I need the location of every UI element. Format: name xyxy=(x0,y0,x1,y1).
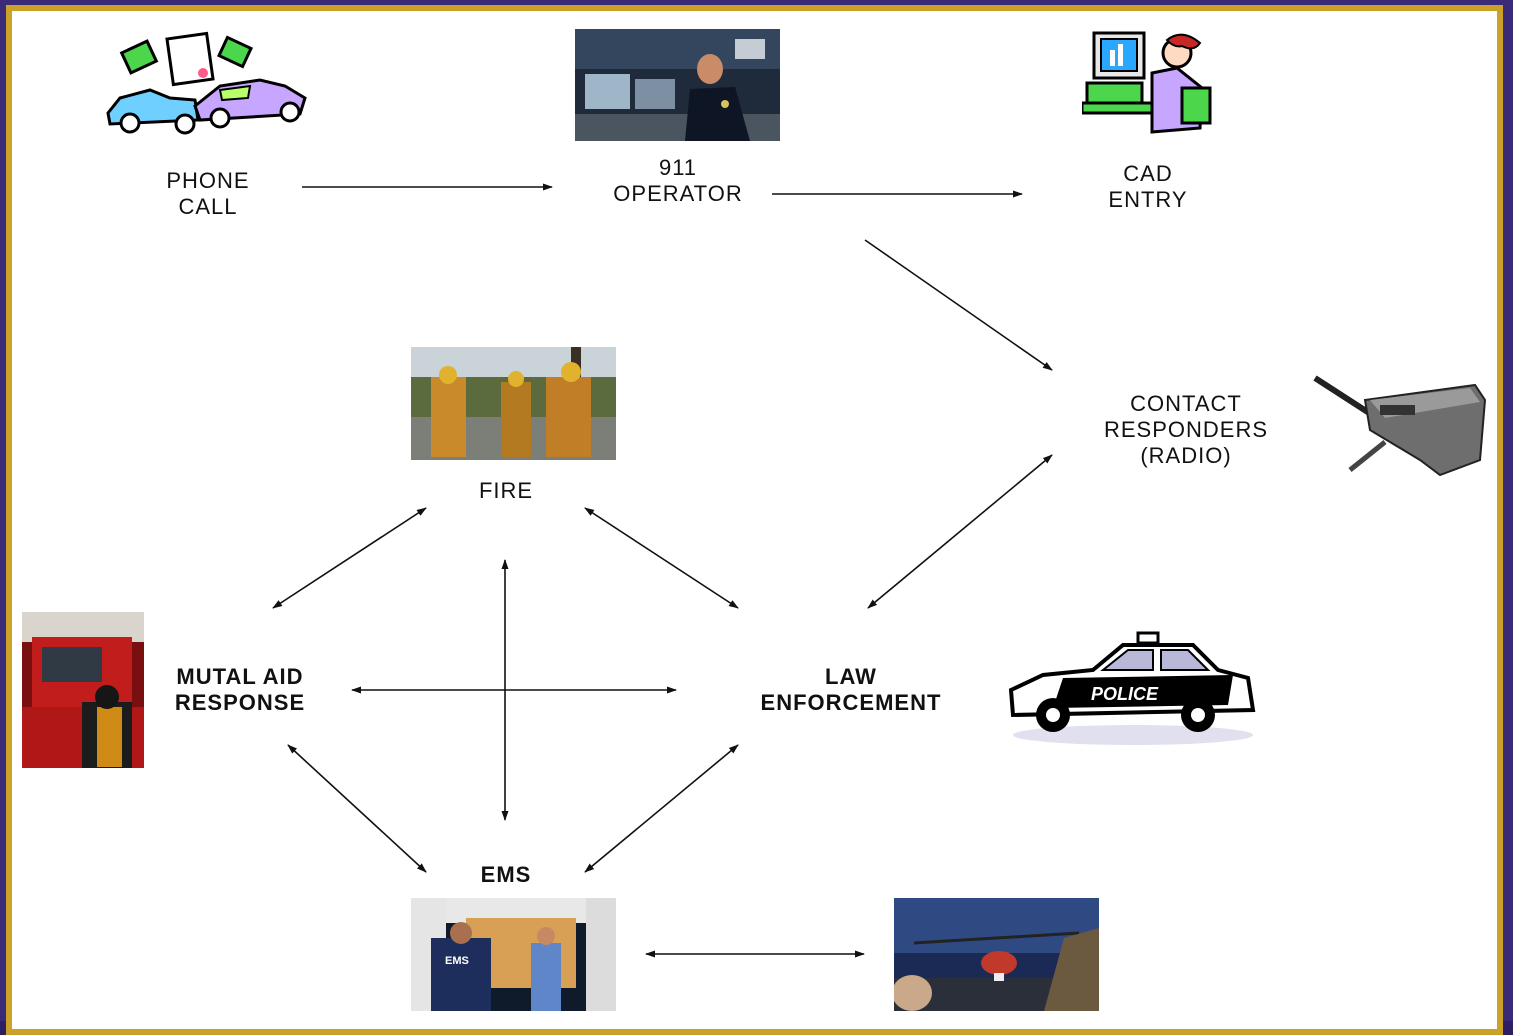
operator-photo xyxy=(575,29,780,141)
cad-entry-label: CAD ENTRY xyxy=(1108,161,1188,212)
slide-frame xyxy=(6,5,1503,1035)
mutual-aid-label: MUTAL AID RESPONSE xyxy=(174,664,306,715)
operator-label: 911 OPERATOR xyxy=(613,155,743,206)
arrow-fire-mutual xyxy=(272,507,427,609)
cad-entry-clipart xyxy=(1082,31,1212,134)
phone-call-label: PHONE CALL xyxy=(166,168,250,219)
firefighters-photo xyxy=(411,347,616,460)
arrow-law-ems xyxy=(584,744,739,873)
arrow-contact-law xyxy=(867,454,1053,609)
ems-label: EMS xyxy=(480,862,532,887)
arrow-cad-to-contact xyxy=(864,239,1053,371)
fire-label: FIRE xyxy=(478,478,534,503)
law-enforcement-label: LAW ENFORCEMENT xyxy=(760,664,942,715)
police-car-text: POLICE xyxy=(1091,684,1159,704)
arrow-mutual-ems xyxy=(287,744,427,873)
ems-jacket-text: EMS xyxy=(445,955,469,967)
radio-clipart xyxy=(1313,375,1487,477)
police-car-clipart: POLICE xyxy=(1008,631,1256,745)
arrow-fire-law xyxy=(584,507,739,609)
ems-ambulance-photo: EMS xyxy=(411,898,616,1011)
fire-truck-photo xyxy=(22,612,144,768)
helicopter-photo xyxy=(894,898,1099,1011)
car-crash-clipart xyxy=(106,31,307,135)
contact-responders-label: CONTACT RESPONDERS (RADIO) xyxy=(1103,391,1269,468)
